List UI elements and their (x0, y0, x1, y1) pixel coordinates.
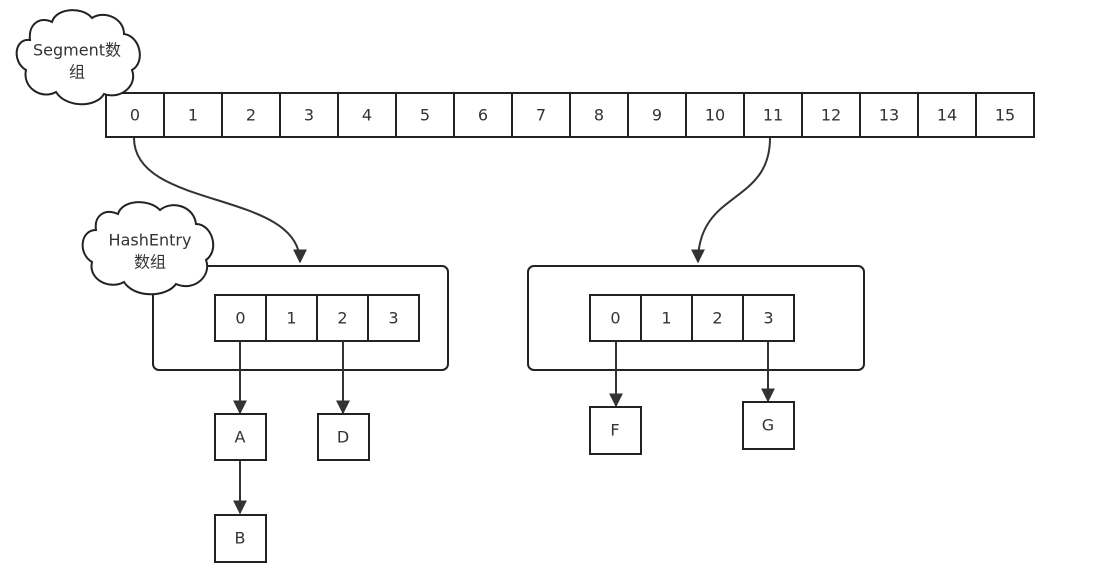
segment-cell-0 (105, 92, 165, 138)
node-a-label: A (235, 428, 246, 447)
segment-cell-7 (511, 92, 571, 138)
left-entry-cell-2-label: 2 (337, 309, 347, 328)
left-entry-cell-2 (316, 294, 369, 342)
right-entry-cell-3 (742, 294, 795, 342)
node-b: B (214, 514, 267, 563)
hashentry-array-left: 0 1 2 3 (214, 294, 420, 342)
segment-cell-9-label: 9 (652, 106, 662, 125)
left-entry-cell-3 (367, 294, 420, 342)
segment-cell-3-label: 3 (304, 106, 314, 125)
left-entry-cell-1 (265, 294, 318, 342)
right-entry-cell-3-label: 3 (763, 309, 773, 328)
arrow-segment-11-to-right-container (691, 137, 771, 264)
hashentry-cloud-label-line-2: 数组 (134, 253, 166, 272)
segment-cell-4-label: 4 (362, 106, 372, 125)
segment-cell-15-label: 15 (995, 106, 1015, 125)
segment-cell-12-label: 12 (821, 106, 841, 125)
right-entry-cell-1-label: 1 (661, 309, 671, 328)
segment-cell-13 (859, 92, 919, 138)
node-b-label: B (235, 529, 246, 548)
node-f-label: F (610, 421, 619, 440)
right-entry-cell-2-label: 2 (712, 309, 722, 328)
segment-cell-2-label: 2 (246, 106, 256, 125)
segment-cell-12 (801, 92, 861, 138)
segment-cell-14-label: 14 (937, 106, 957, 125)
node-d-label: D (337, 428, 349, 447)
segment-cloud-label-line-2: 组 (69, 63, 85, 82)
segment-cell-5-label: 5 (420, 106, 430, 125)
node-d: D (317, 413, 370, 461)
node-f: F (589, 406, 642, 455)
node-g: G (742, 401, 795, 450)
segment-cell-0-label: 0 (130, 106, 140, 125)
segment-cell-11 (743, 92, 803, 138)
hashentry-cloud-label-line-1: HashEntry (109, 231, 192, 250)
segment-cell-9 (627, 92, 687, 138)
segment-cell-1 (163, 92, 223, 138)
segment-cloud: Segment数 组 (15, 9, 141, 106)
segment-cell-10-label: 10 (705, 106, 725, 125)
node-g-label: G (762, 416, 774, 435)
segment-cell-4 (337, 92, 397, 138)
left-entry-cell-0 (214, 294, 267, 342)
right-entry-cell-0-label: 0 (610, 309, 620, 328)
segment-cell-11-label: 11 (763, 106, 783, 125)
segment-cell-8 (569, 92, 629, 138)
segment-cell-6-label: 6 (478, 106, 488, 125)
left-entry-cell-1-label: 1 (286, 309, 296, 328)
arrow-segment-0-to-left-container (133, 137, 307, 264)
right-entry-cell-2 (691, 294, 744, 342)
segment-cell-7-label: 7 (536, 106, 546, 125)
hashentry-array-right: 0 1 2 3 (589, 294, 795, 342)
left-entry-cell-3-label: 3 (388, 309, 398, 328)
node-a: A (214, 413, 267, 461)
segment-cloud-label-line-1: Segment数 (33, 41, 121, 60)
segment-cell-1-label: 1 (188, 106, 198, 125)
segment-cell-6 (453, 92, 513, 138)
segment-cell-13-label: 13 (879, 106, 899, 125)
segment-cell-8-label: 8 (594, 106, 604, 125)
segment-cell-2 (221, 92, 281, 138)
hashentry-cloud: HashEntry 数组 (81, 201, 215, 296)
segment-cell-5 (395, 92, 455, 138)
left-entry-cell-0-label: 0 (235, 309, 245, 328)
segment-cell-15 (975, 92, 1035, 138)
